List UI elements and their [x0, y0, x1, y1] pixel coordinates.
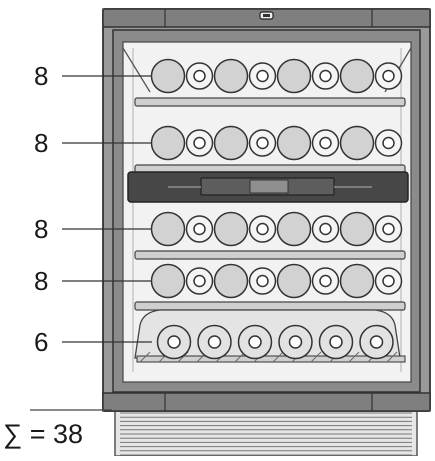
bottle-rows — [122, 47, 412, 363]
bottle-base — [276, 58, 312, 94]
interior-edge-left — [122, 47, 151, 93]
bottle-mouth — [193, 274, 206, 288]
shelf — [134, 97, 406, 107]
bottle-mouth — [329, 335, 343, 349]
row-count-label: 8 — [34, 61, 49, 91]
bottle-mouth — [193, 222, 206, 236]
bottle-base — [339, 125, 375, 161]
row-count-label: 6 — [34, 327, 49, 357]
bottom-trim — [102, 392, 431, 412]
bottle-base — [150, 125, 186, 161]
bottle-base — [339, 211, 375, 247]
bottle-base — [339, 58, 375, 94]
bottle-mouth — [382, 136, 395, 150]
bottle-mouth — [369, 335, 384, 349]
bottle-base — [150, 58, 186, 94]
bottle-mouth — [319, 69, 332, 83]
bottle-mouth — [319, 136, 332, 150]
bottle-mouth — [256, 136, 269, 150]
leader-lines — [62, 75, 152, 343]
bottle-base — [276, 211, 312, 247]
basket-mesh — [386, 351, 398, 363]
bottle-row — [156, 324, 394, 360]
bottle-row — [150, 125, 403, 161]
bottle-base — [150, 263, 186, 299]
base-plinth — [114, 407, 418, 457]
shelf — [134, 250, 406, 260]
basket-mesh — [272, 351, 284, 363]
shelf — [134, 301, 406, 311]
basket-mesh — [348, 351, 360, 363]
row-count-label: 8 — [34, 128, 49, 158]
bottle-mouth — [193, 69, 206, 83]
row-count-label: 8 — [34, 266, 49, 296]
bottle-mouth — [382, 222, 395, 236]
bottle-base — [276, 263, 312, 299]
display-screen — [249, 179, 289, 194]
grille-lines — [120, 412, 412, 456]
bottle-mouth — [319, 274, 332, 288]
bottle-mouth — [382, 274, 395, 288]
bottle-base — [213, 263, 249, 299]
bottle-mouth — [207, 335, 222, 349]
bottle-row — [150, 58, 403, 94]
bottle-mouth — [382, 69, 395, 83]
bottle-mouth — [256, 69, 269, 83]
basket-mesh — [139, 351, 151, 363]
total-label: ∑ = 38 — [3, 419, 84, 449]
bottle-mouth — [256, 222, 269, 236]
bottom-basket-rim — [136, 355, 406, 363]
bottle-mouth — [256, 274, 269, 288]
bottle-mouth — [288, 335, 303, 349]
bottle-mouth — [167, 335, 181, 349]
bottle-base — [276, 125, 312, 161]
bottle-mouth — [319, 222, 332, 236]
bottle-base — [339, 263, 375, 299]
row-count-label: 8 — [34, 214, 49, 244]
lock-slot — [263, 14, 270, 17]
bottle-mouth — [248, 335, 262, 349]
base-grille — [114, 407, 418, 457]
bottle-base — [213, 125, 249, 161]
bottle-row — [150, 263, 403, 299]
basket-mesh — [310, 351, 322, 363]
bottle-mouth — [193, 136, 206, 150]
bottle-base — [213, 58, 249, 94]
bottle-base — [150, 211, 186, 247]
control-display — [127, 171, 409, 203]
bottle-base — [213, 211, 249, 247]
